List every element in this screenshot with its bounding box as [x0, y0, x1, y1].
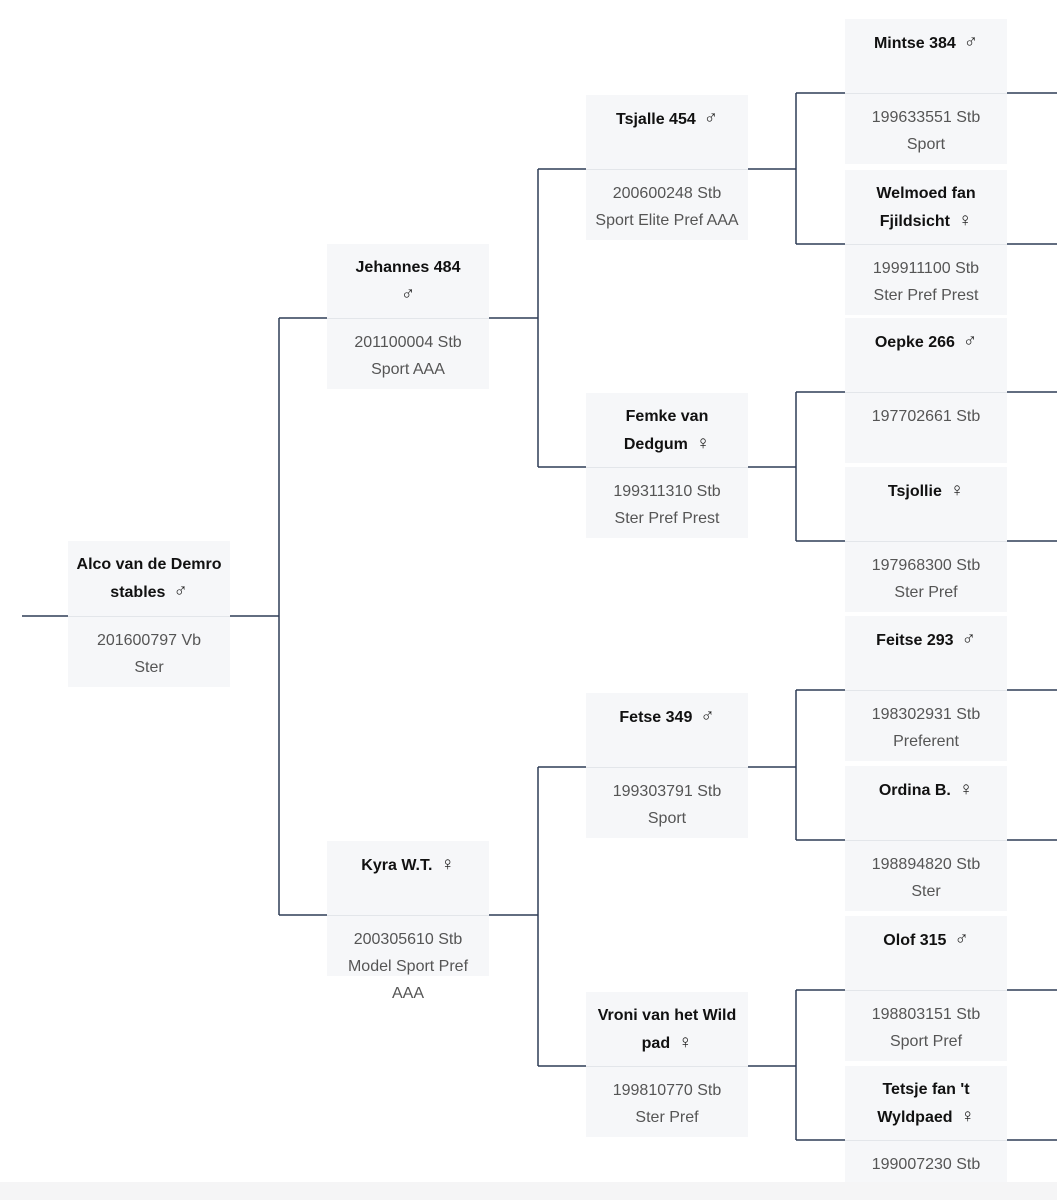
female-icon: ♀ — [957, 210, 973, 231]
female-icon: ♀ — [695, 433, 711, 454]
horse-name[interactable]: Femke van Dedgum♀ — [586, 393, 748, 467]
horse-registration: 201600797 Vb Ster — [68, 616, 230, 687]
horse-name[interactable]: Olof 315♂ — [845, 916, 1007, 990]
horse-card-ss-sire[interactable]: Mintse 384♂ 199633551 Stb Sport — [845, 19, 1007, 164]
horse-registration: 199911100 Stb Ster Pref Prest — [845, 244, 1007, 315]
horse-name[interactable]: Welmoed fan Fjildsicht♀ — [845, 170, 1007, 244]
horse-card-sd-dam[interactable]: Tsjollie♀ 197968300 Stb Ster Pref — [845, 467, 1007, 612]
horse-name[interactable]: Mintse 384♂ — [845, 19, 1007, 93]
horse-name[interactable]: Vroni van het Wild pad♀ — [586, 992, 748, 1066]
horse-name[interactable]: Ordina B.♀ — [845, 766, 1007, 840]
horse-card-dd-sire[interactable]: Olof 315♂ 198803151 Stb Sport Pref — [845, 916, 1007, 1061]
female-icon: ♀ — [958, 779, 974, 800]
horse-card-subject[interactable]: Alco van de Demro stables♂ 201600797 Vb … — [68, 541, 230, 687]
male-icon: ♂ — [962, 331, 978, 352]
horse-card-dam[interactable]: Kyra W.T.♀ 200305610 Stb Model Sport Pre… — [327, 841, 489, 1002]
horse-card-ds-sire[interactable]: Feitse 293♂ 198302931 Stb Preferent — [845, 616, 1007, 761]
horse-registration: 200600248 Stb Sport Elite Pref AAA — [586, 169, 748, 240]
female-icon: ♀ — [440, 854, 455, 875]
horse-name[interactable]: Tsjollie♀ — [845, 467, 1007, 541]
horse-name[interactable]: Tsjalle 454♂ — [586, 95, 748, 169]
horse-registration: 199311310 Stb Ster Pref Prest — [586, 467, 748, 538]
female-icon: ♀ — [960, 1106, 975, 1127]
horse-registration: 199303791 Stb Sport — [586, 767, 748, 838]
horse-name[interactable]: Alco van de Demro stables♂ — [68, 541, 230, 616]
male-icon: ♂ — [963, 32, 979, 53]
horse-name[interactable]: Oepke 266♂ — [845, 318, 1007, 392]
male-icon: ♂ — [400, 284, 416, 305]
male-icon: ♂ — [700, 706, 715, 727]
horse-registration: 198894820 Stb Ster — [845, 840, 1007, 911]
horse-card-sire[interactable]: Jehannes 484♂ 201100004 Stb Sport AAA — [327, 244, 489, 389]
horse-registration: 197968300 Stb Ster Pref — [845, 541, 1007, 612]
male-icon: ♂ — [961, 629, 976, 650]
horse-registration: 199810770 Stb Ster Pref — [586, 1066, 748, 1137]
horse-registration: 197702661 Stb — [845, 392, 1007, 463]
horse-card-sd-sire[interactable]: Oepke 266♂ 197702661 Stb — [845, 318, 1007, 463]
horse-card-ds-dam[interactable]: Ordina B.♀ 198894820 Stb Ster — [845, 766, 1007, 911]
male-icon: ♂ — [703, 108, 718, 129]
horse-registration: 198803151 Stb Sport Pref — [845, 990, 1007, 1061]
horse-name[interactable]: Kyra W.T.♀ — [327, 841, 489, 915]
horse-registration: 201100004 Stb Sport AAA — [327, 318, 489, 389]
horse-card-dam-dam[interactable]: Vroni van het Wild pad♀ 199810770 Stb St… — [586, 992, 748, 1137]
horse-registration: 200305610 Stb Model Sport Pref AAA — [327, 915, 489, 1002]
male-icon: ♂ — [173, 581, 188, 602]
horse-name[interactable]: Feitse 293♂ — [845, 616, 1007, 690]
female-icon: ♀ — [678, 1032, 693, 1053]
horse-card-ss-dam[interactable]: Welmoed fan Fjildsicht♀ 199911100 Stb St… — [845, 170, 1007, 315]
horse-name[interactable]: Tetsje fan 't Wyldpaed♀ — [845, 1066, 1007, 1140]
male-icon: ♂ — [954, 929, 969, 950]
female-icon: ♀ — [949, 480, 965, 501]
horse-card-sire-dam[interactable]: Femke van Dedgum♀ 199311310 Stb Ster Pre… — [586, 393, 748, 538]
horse-card-dam-sire[interactable]: Fetse 349♂ 199303791 Stb Sport — [586, 693, 748, 838]
page-bottom-edge — [0, 1182, 1057, 1200]
horse-name[interactable]: Fetse 349♂ — [586, 693, 748, 767]
horse-card-dd-dam[interactable]: Tetsje fan 't Wyldpaed♀ 199007230 Stb — [845, 1066, 1007, 1195]
horse-registration: 198302931 Stb Preferent — [845, 690, 1007, 761]
horse-registration: 199633551 Stb Sport — [845, 93, 1007, 164]
horse-name[interactable]: Jehannes 484♂ — [327, 244, 489, 318]
horse-card-sire-sire[interactable]: Tsjalle 454♂ 200600248 Stb Sport Elite P… — [586, 95, 748, 240]
